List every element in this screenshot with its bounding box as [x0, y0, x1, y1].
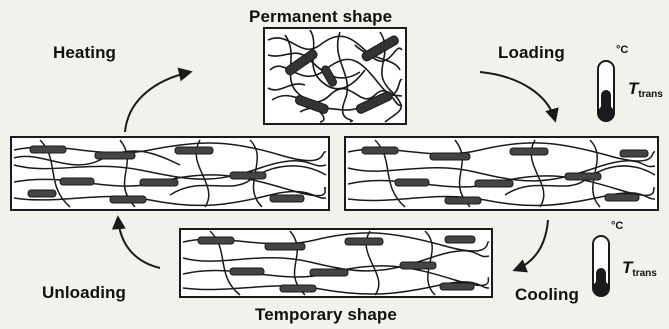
arrow-loading	[480, 72, 555, 120]
loaded-panel-right	[345, 137, 658, 210]
arrow-unloading	[118, 218, 160, 268]
temporary-shape-panel	[180, 229, 492, 297]
label-heating: Heating	[53, 43, 116, 63]
thermometer-low-icon	[598, 61, 614, 121]
label-loading: Loading	[498, 43, 565, 63]
thermometer-unit-top: °C	[616, 44, 628, 56]
permanent-shape-panel	[264, 28, 406, 124]
t-trans-label-bottom: Ttrans	[622, 258, 657, 279]
arrow-heating	[125, 72, 190, 132]
label-permanent-shape: Permanent shape	[249, 7, 392, 27]
label-cooling: Cooling	[515, 285, 579, 305]
heated-loaded-panel-left	[11, 137, 329, 210]
label-unloading: Unloading	[42, 283, 126, 303]
arrow-cooling	[515, 220, 548, 270]
thermometer-unit-bottom: °C	[611, 220, 623, 232]
label-temporary-shape: Temporary shape	[255, 305, 397, 325]
t-trans-label-top: Ttrans	[628, 79, 663, 100]
thermometer-high-icon	[593, 236, 609, 296]
